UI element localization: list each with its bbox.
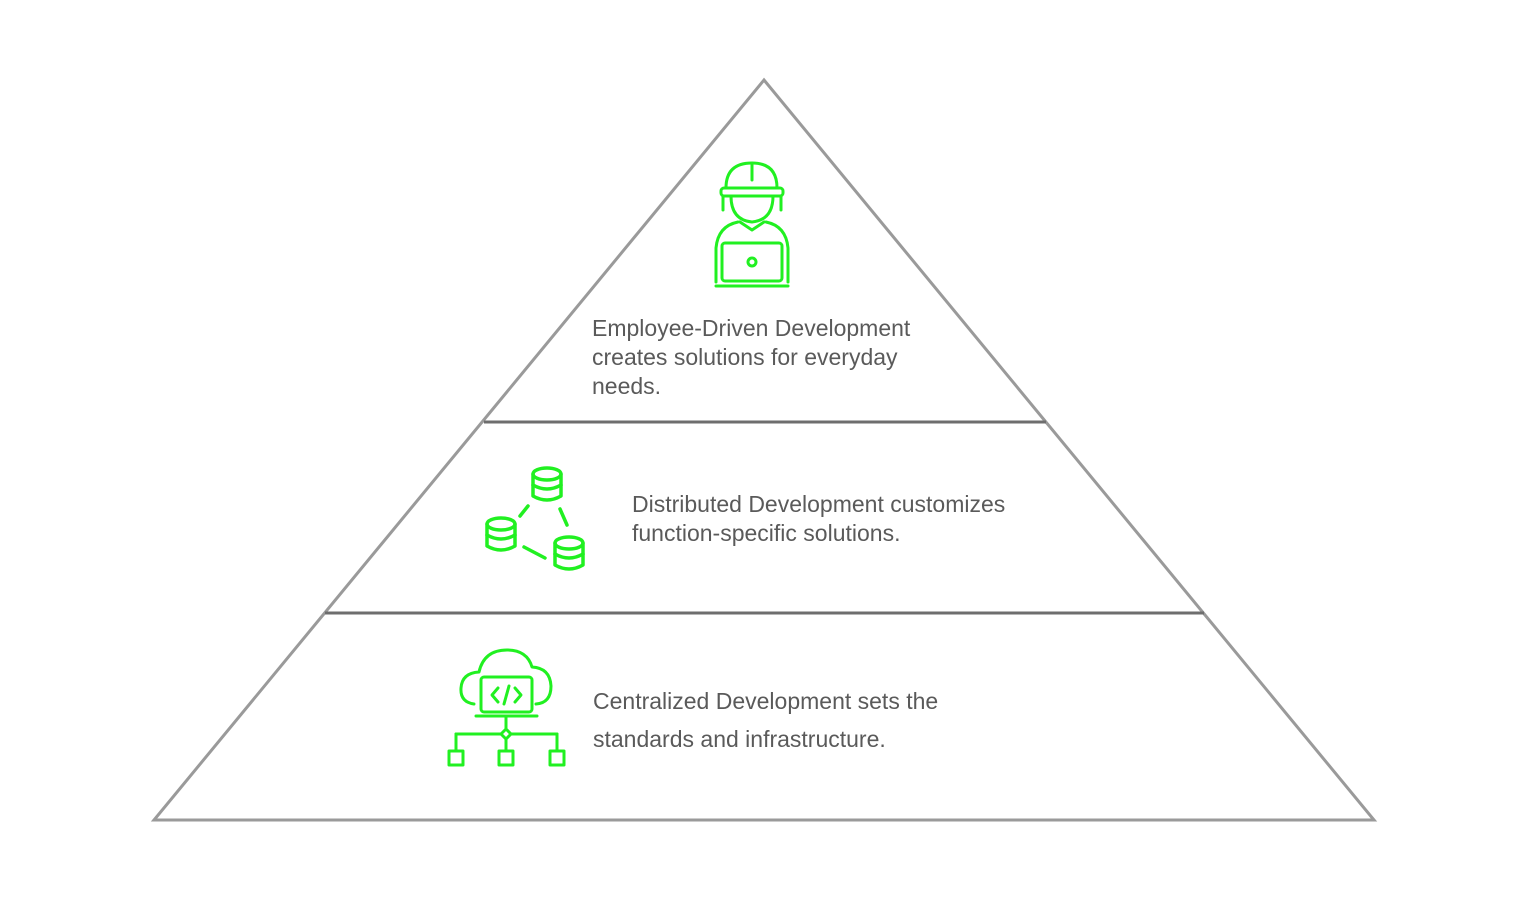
distributed-databases-icon	[485, 466, 585, 571]
cloud-code-network-icon	[447, 648, 566, 767]
tier-top-description: Employee-Driven Development creates solu…	[592, 315, 911, 399]
pyramid-outline	[150, 77, 1378, 822]
engineer-with-laptop-icon	[714, 161, 790, 288]
tier-middle-description: Distributed Development customizes funct…	[632, 491, 1006, 546]
tier-bottom-description: Centralized Development sets the standar…	[593, 688, 939, 752]
